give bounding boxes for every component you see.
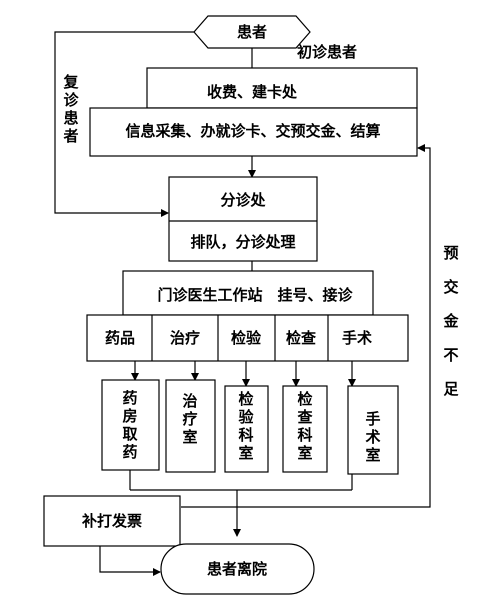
register-box-top [146, 67, 418, 109]
order-examination: 检查 [285, 329, 317, 347]
order-surgery: 手术 [341, 329, 373, 347]
dept-lab: 检验科室 [238, 390, 254, 462]
discharge-node [160, 543, 315, 595]
invoice-box [43, 495, 181, 547]
dept-box-2 [165, 379, 216, 473]
dept-operating-room: 手术室 [365, 410, 381, 464]
order-medicine: 药品 [104, 329, 136, 347]
dept-box-1 [101, 379, 160, 471]
first-visit-label: 初诊患者 [297, 43, 358, 61]
insufficient-deposit-label: 预交金不足 [443, 244, 459, 398]
triage-title: 分诊处 [220, 191, 266, 209]
triage-detail: 排队，分诊处理 [190, 233, 296, 251]
edge-return-visit [54, 31, 194, 217]
return-visit-label: 复诊患者 [63, 73, 79, 145]
order-treatment: 治疗 [169, 329, 201, 347]
discharge-label: 患者离院 [206, 560, 268, 578]
dept-box-4 [282, 385, 328, 473]
register-box-main [89, 107, 418, 157]
dept-pharmacy: 药房取药 [122, 389, 138, 461]
dept-exam: 检查科室 [297, 390, 313, 462]
invoice-label: 补打发票 [81, 512, 143, 530]
dept-box-3 [224, 385, 269, 473]
patient-label: 患者 [236, 23, 268, 41]
edge-insufficient-deposit [181, 144, 431, 508]
doctor-title: 门诊医生工作站 挂号、接诊 [157, 286, 353, 304]
doctor-box-orders [86, 314, 409, 362]
register-title: 收费、建卡处 [206, 83, 298, 101]
register-detail: 信息采集、办就诊卡、交预交金、结算 [125, 122, 381, 140]
doctor-box-top [122, 270, 374, 316]
dept-box-5 [347, 385, 399, 475]
edge-invoice-discharge [99, 546, 161, 576]
triage-box [168, 176, 318, 262]
order-lab-test: 检验 [230, 329, 262, 347]
dept-treatment-room: 治疗室 [182, 392, 198, 446]
